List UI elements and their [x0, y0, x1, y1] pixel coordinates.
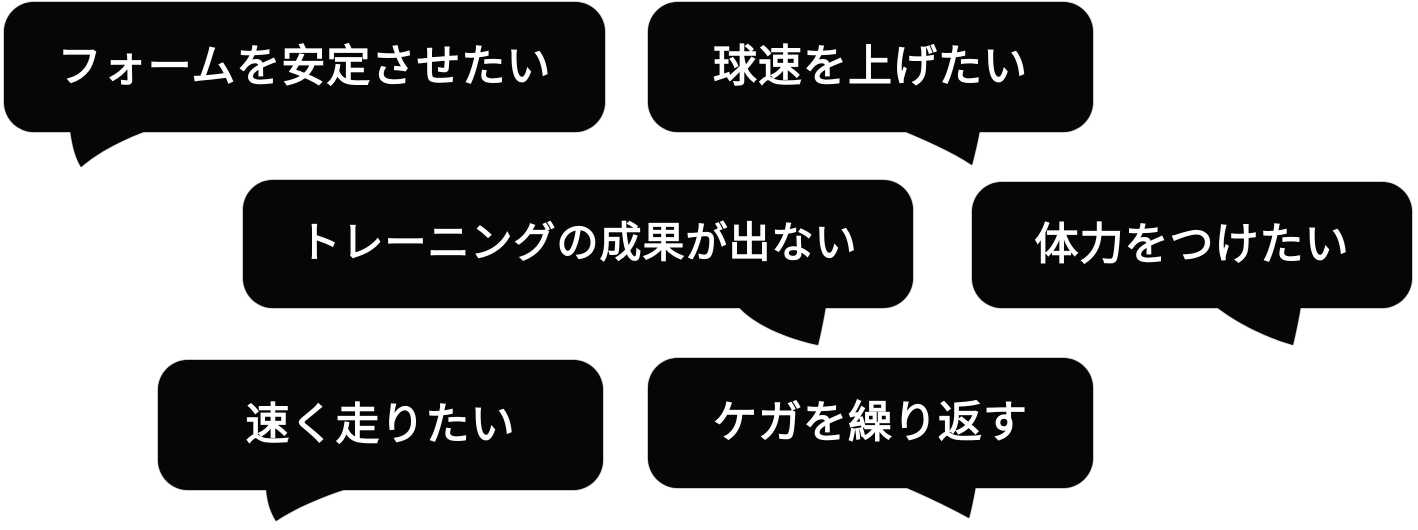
bubble-text: フォームを安定させたい: [57, 42, 552, 91]
bubble-text: 体力をつけたい: [1034, 220, 1350, 269]
bubble-ball-speed: 球速を上げたい: [648, 2, 1093, 165]
speech-tail-bottom-right-icon: [737, 305, 826, 345]
speech-tail-bottom-right-icon: [1214, 305, 1301, 345]
bubble-text: ケガを繰り返す: [713, 398, 1028, 447]
bubble-repeated-injuries: ケガを繰り返す: [648, 358, 1093, 518]
bubble-stamina: 体力をつけたい: [972, 182, 1412, 345]
speech-tail-bottom-right-icon: [899, 129, 980, 165]
bubble-run-faster: 速く走りたい: [158, 360, 603, 521]
bubble-text: 球速を上げたい: [713, 42, 1028, 91]
bubble-text: 速く走りたい: [245, 400, 516, 449]
bubble-text: トレーニングの成果が出ない: [298, 218, 858, 266]
bubble-training-results: トレーニングの成果が出ない: [243, 180, 913, 345]
speech-tail-bottom-right-icon: [900, 485, 976, 518]
speech-tail-bottom-left-icon: [70, 129, 152, 167]
speech-tail-bottom-left-icon: [266, 487, 353, 521]
bubble-form-stability: フォームを安定させたい: [4, 2, 605, 167]
